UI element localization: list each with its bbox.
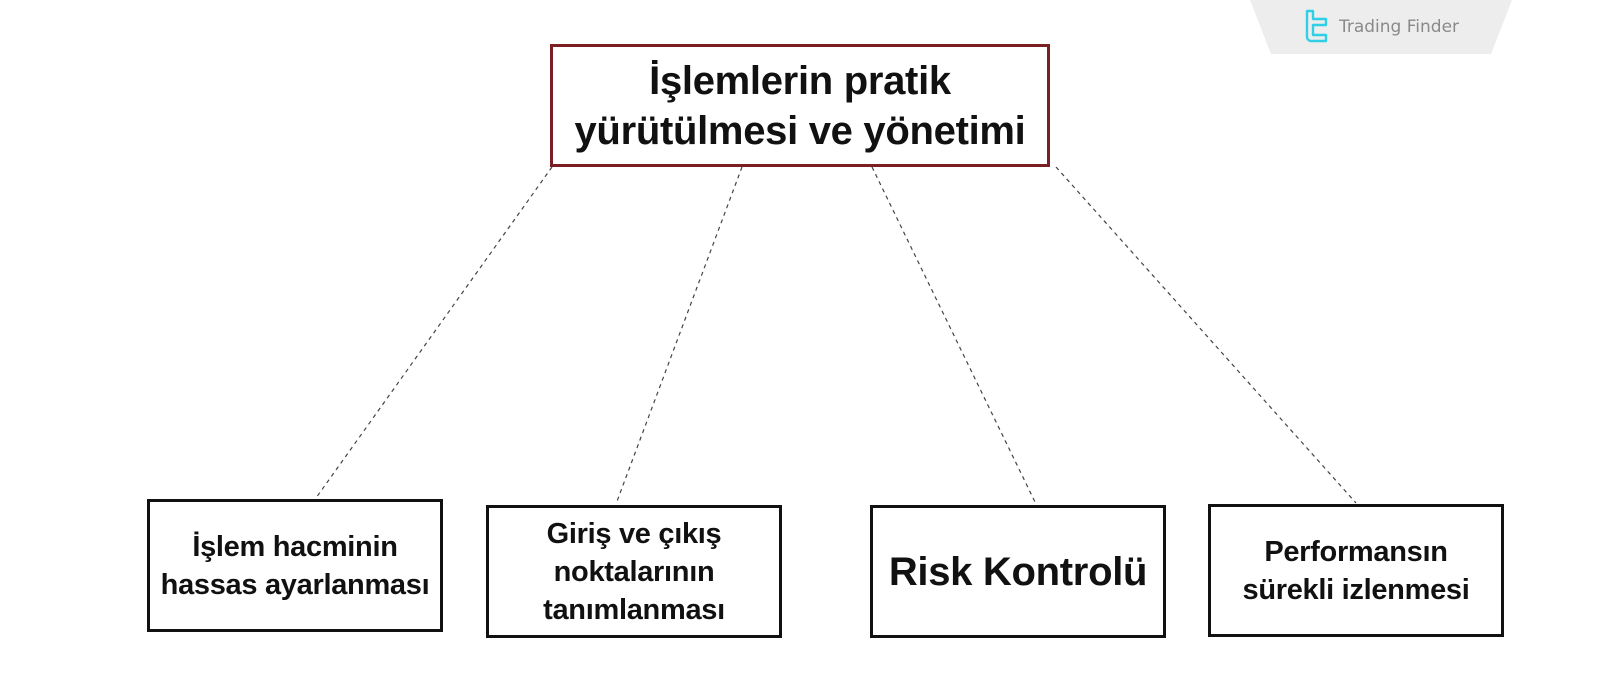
child-node-trade-volume-line-1: İşlem hacminin [192,530,398,563]
child-node-entry-exit-label: Giriş ve çıkış noktalarının tanımlanması [543,515,725,629]
brand-name: Trading Finder [1338,17,1460,37]
child-node-performance-line-1: Performansın [1264,535,1448,568]
child-node-entry-exit-line-3: tanımlanması [543,593,725,626]
connector-line-3 [871,166,1037,505]
child-node-risk-control-line-1: Risk Kontrolü [888,549,1148,594]
root-node-line-2: yürütülmesi ve yönetimi [574,108,1026,153]
child-node-performance: Performansın sürekli izlenmesi [1208,504,1504,637]
child-node-performance-line-2: sürekli izlenmesi [1242,573,1470,606]
child-node-trade-volume-line-2: hassas ayarlanması [160,568,430,601]
root-node-line-1: İşlemlerin pratik [649,58,951,103]
brand-badge: Trading Finder [1250,0,1512,54]
connector-line-1 [315,166,553,499]
trading-finder-logo-icon [1305,9,1328,43]
child-node-entry-exit-line-2: noktalarının [553,555,715,588]
child-node-entry-exit: Giriş ve çıkış noktalarının tanımlanması [486,505,782,638]
child-node-risk-control: Risk Kontrolü [870,505,1166,638]
child-node-entry-exit-line-1: Giriş ve çıkış [546,517,722,550]
child-node-trade-volume: İşlem hacminin hassas ayarlanması [147,499,443,632]
child-node-risk-control-label: Risk Kontrolü [888,548,1148,596]
child-node-performance-label: Performansın sürekli izlenmesi [1242,533,1469,609]
child-node-trade-volume-label: İşlem hacminin hassas ayarlanması [161,528,430,604]
root-node: İşlemlerin pratik yürütülmesi ve yönetim… [550,44,1050,167]
root-node-label: İşlemlerin pratik yürütülmesi ve yönetim… [574,56,1025,156]
connector-line-4 [1055,166,1357,504]
connector-line-2 [615,166,743,505]
